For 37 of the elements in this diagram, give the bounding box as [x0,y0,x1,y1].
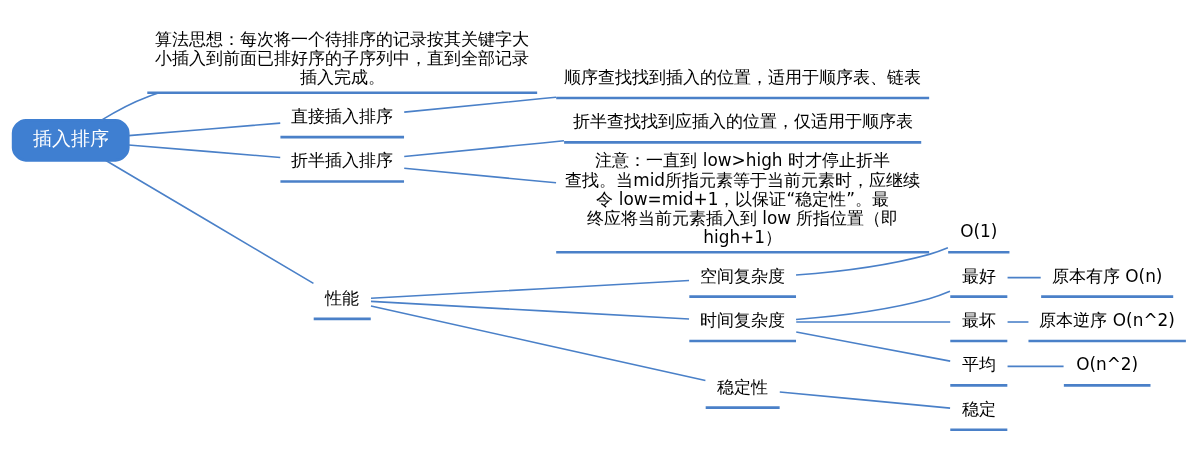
connector [795,246,949,276]
connector [403,95,557,113]
node-text: 顺序查找找到插入的位置，适用于顺序表、链表 [564,66,922,87]
connector [779,390,951,409]
node-text: 注意：一直到 low>high 时才停止折半查找。当mid所指元素等于当前元素时，应继续令 low=mid+1，以保证“稳定性”。最终应将当前元素插入到 low 所指位置（即 high+1） [565,149,921,247]
node-text: 时间复杂度 [700,309,786,330]
connector [100,91,160,121]
node-text: 折半查找找到应插入的位置，仅适用于顺序表 [572,110,913,131]
node-text: 折半插入排序 [291,149,394,170]
connector [403,139,565,157]
node-text: 平均 [961,353,996,374]
connector [370,300,690,320]
connector [1006,365,1065,367]
node-text: 稳定性 [717,376,769,397]
node-box: 插入排序 [11,118,130,162]
node-text: 直接插入排序 [291,105,394,126]
node-text: 最好 [961,265,996,286]
connector [795,290,951,320]
connector [1006,320,1030,323]
node-text: 原本有序 O(n) [1051,265,1163,286]
node-text: 稳定 [961,398,996,419]
node-text: 最坏 [961,309,996,330]
node-text: 算法思想：每次将一个待排序的记录按其关键字大小插入到前面已排好序的子序列中，直到全部记录插入完成。 [155,28,530,87]
connector [370,304,707,381]
node-text: 性能 [325,287,360,308]
connector [795,330,951,362]
connector [127,121,282,136]
connector [795,320,951,323]
connector [127,143,282,158]
node-text: 原本逆序 O(n^2) [1039,309,1175,330]
connector [403,167,557,184]
connector [370,279,690,299]
node-text: O(1) [960,220,998,241]
node-text: 空间复杂度 [700,265,786,286]
connector [105,159,315,284]
connector [1006,276,1042,278]
node-text: O(n^2) [1076,353,1139,374]
